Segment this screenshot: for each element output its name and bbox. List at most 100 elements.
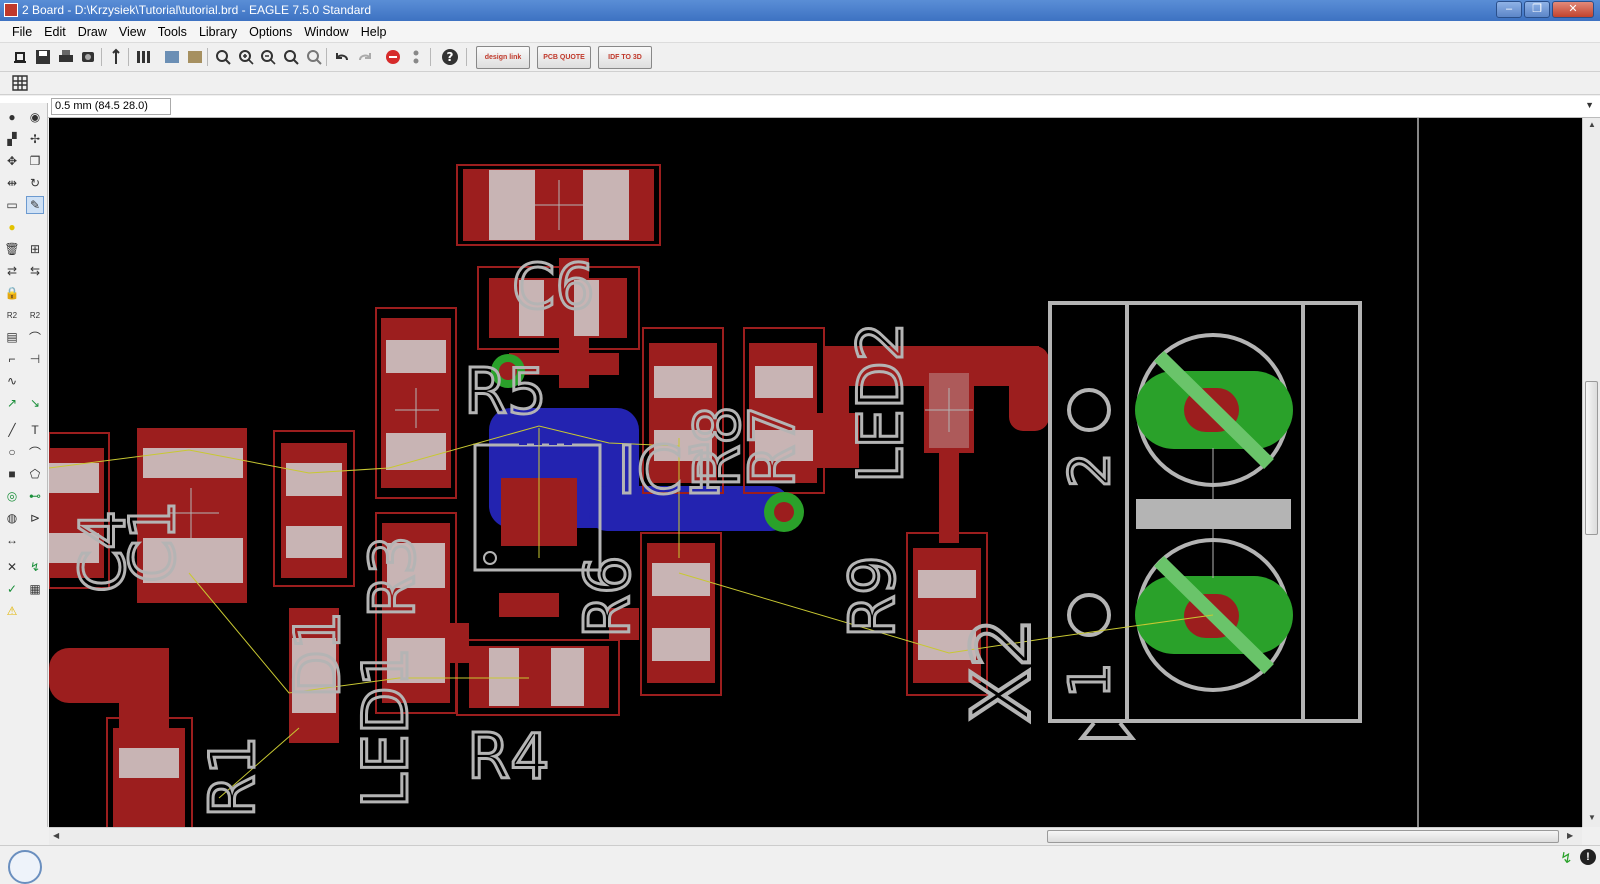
scroll-right-icon[interactable]: ▶ [1567,831,1574,840]
display-icon[interactable] [185,47,205,67]
minimize-button[interactable]: – [1496,1,1522,18]
go-icon[interactable] [406,47,426,67]
dimension-icon[interactable]: ↔ [6,533,18,547]
zoom-fit-icon[interactable] [213,47,233,67]
menu-edit[interactable]: Edit [44,25,66,39]
stop-status-icon[interactable]: ! [1580,849,1596,865]
r6-footprint [640,532,722,696]
scroll-down-icon[interactable]: ▼ [1588,813,1596,822]
delete-icon[interactable]: 🗑 [4,242,20,256]
scroll-up-icon[interactable]: ▲ [1588,120,1596,129]
mark-icon[interactable]: ✢ [29,132,41,146]
lock-icon[interactable]: 🔒 [4,286,20,300]
arc-icon[interactable]: ⌒ [28,445,41,460]
c6-footprint [477,266,640,350]
horizontal-scroll-thumb[interactable] [1047,830,1559,843]
command-history-arrow-icon[interactable]: ▼ [1585,100,1594,110]
board-drawing[interactable]: C6 R5 IC1 R4 LED2 R9 X2 2 1 R3 LED1 D1 C… [49,118,1582,827]
errors-warning-icon[interactable]: ⚠ [6,604,18,618]
add-icon[interactable]: ⊞ [29,242,41,256]
menu-view[interactable]: View [118,25,146,39]
erc-icon[interactable]: ▦ [29,582,41,596]
vertical-scroll-thumb[interactable] [1585,381,1598,535]
save-icon[interactable] [33,47,53,67]
drc-status-icon[interactable]: ↯ [1560,850,1573,867]
pinswap-icon[interactable]: ⇆ [29,264,41,278]
group-icon[interactable]: ▭ [6,198,18,212]
idf-to-3d-button[interactable]: IDF TO 3D [598,46,652,69]
label-r1: R1 [196,735,269,818]
smash-icon[interactable]: ▤ [6,330,18,344]
autorouter-icon[interactable]: ↯ [29,560,41,574]
via-icon[interactable]: ◎ [6,489,18,503]
copy-icon[interactable]: ❐ [29,154,41,168]
wire-icon[interactable]: ╱ [8,423,16,437]
show-icon[interactable]: ◉ [29,110,41,124]
cam-processor-icon[interactable] [78,47,98,67]
rotate-icon[interactable]: ↻ [29,176,41,190]
text-icon[interactable]: T [31,423,39,437]
meander-icon[interactable]: ∿ [6,374,18,388]
ripup-icon[interactable]: ↘ [29,396,41,410]
change-icon[interactable]: ✎ [26,196,44,214]
eagle-app-icon[interactable] [4,3,18,17]
zoom-in-icon[interactable] [236,47,256,67]
close-button[interactable]: ✕ [1552,1,1594,18]
zoom-area-icon[interactable] [304,47,324,67]
scroll-left-icon[interactable]: ◀ [53,831,60,840]
name-icon[interactable]: R2 [6,310,18,320]
switch-to-schematic-icon[interactable] [106,47,126,67]
menu-help[interactable]: Help [360,25,387,39]
stop-icon[interactable] [383,47,403,67]
help-icon[interactable]: ? [440,47,460,67]
value-icon[interactable]: R2 [29,310,41,320]
pcb-quote-button[interactable]: PCB QUOTE [537,46,591,69]
hole-icon[interactable]: ◍ [6,511,18,525]
menu-library[interactable]: Library [198,25,238,39]
route-icon[interactable]: ↗ [6,396,18,410]
display-layers-icon[interactable]: ▞ [7,132,17,146]
replace-icon[interactable]: ⇄ [6,264,18,278]
drc-icon[interactable]: ✓ [6,582,18,596]
board-view-icon[interactable] [162,47,182,67]
zoom-out-icon[interactable] [258,47,278,67]
mirror-icon[interactable]: ⇹ [6,176,18,190]
label-r7: R7 [736,405,809,488]
pad-crosshairs [169,180,1269,578]
menu-draw[interactable]: Draw [77,25,107,39]
rectangle-icon[interactable]: ■ [8,467,16,481]
menu-options[interactable]: Options [249,25,293,39]
attribute-icon[interactable]: ⊳ [29,511,41,525]
miter-icon[interactable]: ⌒ [28,330,41,345]
board-canvas[interactable]: C6 R5 IC1 R4 LED2 R9 X2 2 1 R3 LED1 D1 C… [49,118,1582,827]
grid-icon[interactable] [10,73,30,93]
split-icon[interactable]: ⌐ [8,352,16,366]
optimize-icon[interactable]: ⊣ [29,352,41,366]
maximize-button[interactable]: ❐ [1524,1,1550,18]
circle-icon[interactable]: ○ [8,445,16,459]
move-icon[interactable]: ✥ [6,154,18,168]
menu-tools[interactable]: Tools [157,25,187,39]
layer-settings-icon[interactable] [134,47,154,67]
vertical-scrollbar[interactable]: ▲ ▼ [1582,118,1600,827]
ratsnest-icon[interactable]: ✕ [6,560,18,574]
menu-file[interactable]: File [12,25,33,39]
status-bar: ↯ ! [0,845,1600,884]
info-icon[interactable]: ● [8,110,16,124]
open-icon[interactable] [10,47,30,67]
design-link-button[interactable]: design link [476,46,530,69]
r3-footprint [375,512,457,714]
zoom-redraw-icon[interactable] [281,47,301,67]
undo-icon[interactable] [332,47,352,67]
c4-footprint [49,432,110,589]
command-input[interactable] [172,98,1582,115]
paste-icon[interactable]: ● [8,220,16,234]
horizontal-scrollbar[interactable]: ◀ ▶ [49,827,1582,845]
signal-icon[interactable]: ⊷ [29,489,41,503]
main-toolbar: ? design link PCB QUOTE IDF TO 3D [0,43,1600,72]
menu-window[interactable]: Window [304,25,349,39]
label-r9: R9 [836,555,909,638]
print-icon[interactable] [56,47,76,67]
polygon-icon[interactable]: ⬠ [29,467,41,481]
redo-icon[interactable] [355,47,375,67]
